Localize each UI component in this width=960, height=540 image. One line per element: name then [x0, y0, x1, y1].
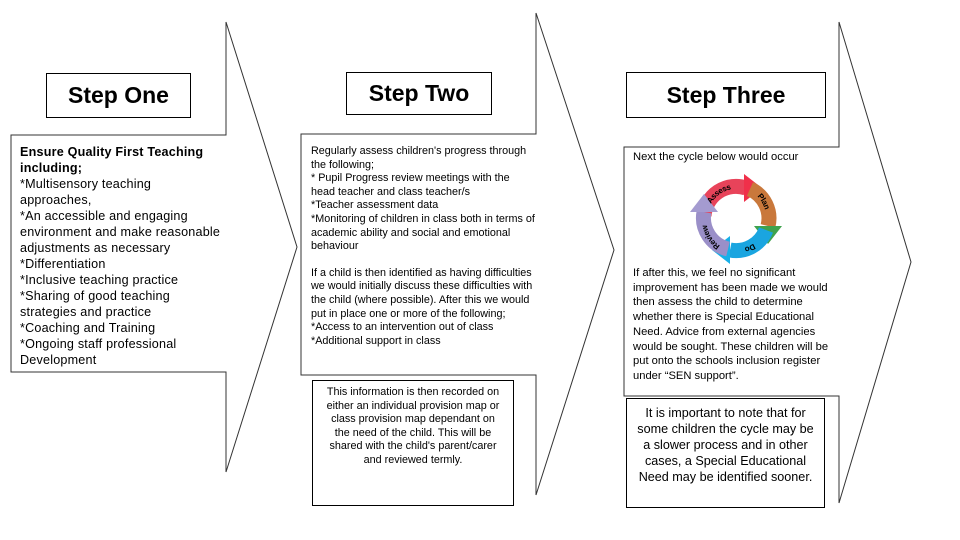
step-three-title: Step Three — [626, 72, 826, 118]
step-three-note: It is important to note that for some ch… — [626, 398, 825, 508]
list-item: *Ongoing staff professional Development — [20, 337, 177, 367]
step-two-intro: Regularly assess children's progress thr… — [311, 145, 527, 171]
cycle-label-do: Do — [744, 242, 757, 254]
list-item: *Sharing of good teaching strategies and… — [20, 289, 170, 319]
svg-text:Do: Do — [744, 242, 757, 254]
cycle-arrow-review — [690, 194, 731, 257]
step-one-text: Ensure Quality First Teaching including;… — [20, 144, 225, 368]
step-two-followup: If a child is then identified as having … — [311, 266, 533, 320]
step-one-heading: Ensure Quality First Teaching including; — [20, 145, 204, 175]
step-two-title: Step Two — [346, 72, 492, 115]
list-item: *Inclusive teaching practice — [20, 273, 179, 287]
list-item: *Teacher assessment data — [311, 199, 439, 212]
step-two-arrow — [300, 12, 615, 496]
list-item: *Additional support in class — [311, 334, 441, 347]
list-item: *Access to an intervention out of class — [311, 321, 494, 334]
list-item: *Multisensory teaching approaches, — [20, 177, 152, 207]
step-one-arrow — [10, 21, 298, 473]
list-item: *Coaching and Training — [20, 321, 156, 335]
step-three-arrow — [623, 21, 912, 504]
list-item: *Differentiation — [20, 257, 106, 271]
list-item: *An accessible and engaging environment … — [20, 209, 221, 255]
step-two-note: This information is then recorded on eit… — [312, 380, 514, 506]
step-one-title: Step One — [46, 73, 191, 118]
step-three-body: If after this, we feel no significant im… — [633, 267, 829, 382]
step-two-text: Regularly assess children's progress thr… — [311, 145, 536, 348]
list-item: *Monitoring of children in class both in… — [311, 212, 535, 253]
list-item: * Pupil Progress review meetings with th… — [311, 172, 510, 198]
step-three-intro: Next the cycle below would occur — [633, 151, 799, 163]
assess-plan-do-review-cycle: Assess Plan Do Review — [690, 174, 782, 264]
